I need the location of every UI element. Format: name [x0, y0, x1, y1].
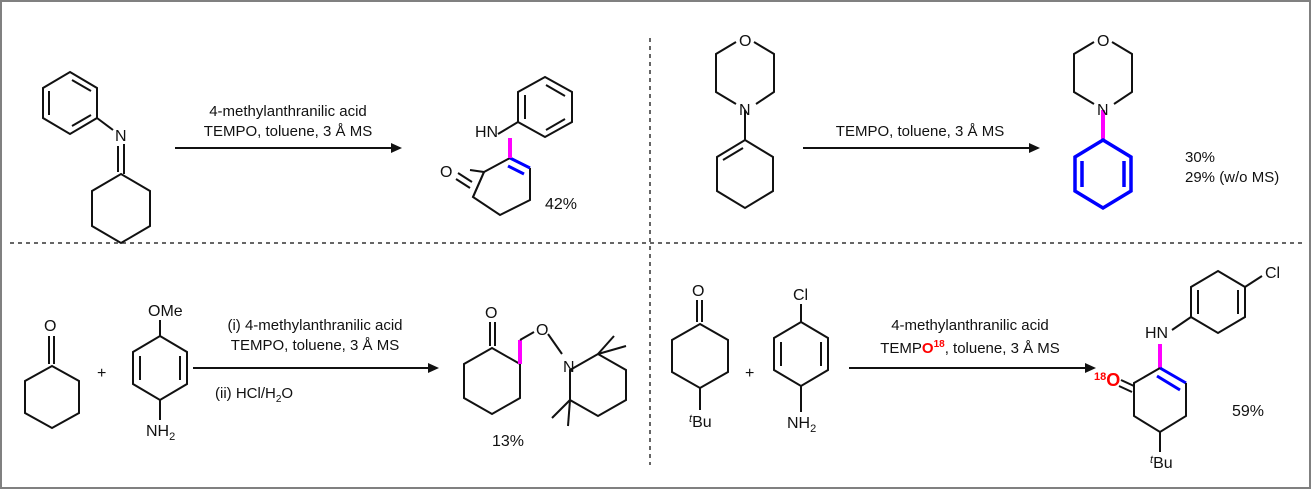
tr-product-o: O — [1097, 33, 1109, 50]
br-conditions-1: 4-methylanthranilic acid — [891, 317, 1049, 334]
cyclohexane-ring — [91, 172, 151, 245]
tl-conditions-1: 4-methylanthranilic acid — [209, 103, 367, 120]
benzene-ring — [42, 70, 98, 136]
cyclohexene-ring — [716, 138, 774, 210]
tr-reactant-o: O — [739, 33, 751, 50]
tr-conditions: TEMPO, toluene, 3 Å MS — [836, 123, 1004, 140]
br-conditions-2: TEMPO18, toluene, 3 Å MS — [880, 339, 1060, 357]
br-yield: 59% — [1232, 403, 1264, 420]
bl-ome: OMe — [148, 303, 183, 320]
bl-product-n: N — [563, 359, 575, 376]
bl-product-link-o: O — [536, 322, 548, 339]
tr-product-n: N — [1097, 102, 1109, 119]
tl-product-o: O — [440, 164, 452, 181]
bl-product-ketone-o: O — [485, 305, 497, 322]
bl-yield: 13% — [492, 433, 524, 450]
bl-plus: + — [97, 365, 106, 382]
br-cl: Cl — [793, 287, 808, 304]
panel-top-left — [42, 70, 573, 245]
tr-reactant-n: N — [739, 102, 751, 119]
br-product-isotope-o: 18O — [1094, 370, 1120, 390]
bl-ketone-o: O — [44, 318, 56, 335]
bl-nh2: NH2 — [146, 423, 175, 443]
tl-imine-n: N — [115, 128, 127, 145]
br-plus: + — [745, 365, 754, 382]
panel-top-right — [715, 41, 1133, 211]
tl-product-hn: HN — [475, 124, 498, 141]
br-product-hn: HN — [1145, 325, 1168, 342]
tl-conditions-2: TEMPO, toluene, 3 Å MS — [204, 123, 372, 140]
br-ketone-o: O — [692, 283, 704, 300]
bl-conditions-1: (i) 4-methylanthranilic acid — [227, 317, 402, 334]
br-nh2: NH2 — [787, 415, 816, 435]
tr-yield-1: 30% — [1185, 149, 1215, 166]
br-tbu: tBu — [689, 413, 712, 431]
bl-conditions-2: TEMPO, toluene, 3 Å MS — [231, 337, 399, 354]
tr-yield-2: 29% (w/o MS) — [1185, 169, 1279, 186]
panel-bottom-left — [24, 320, 627, 430]
tl-yield: 42% — [545, 196, 577, 213]
br-product-tbu: tBu — [1150, 454, 1173, 472]
bl-conditions-3: (ii) HCl/H2O — [215, 385, 293, 405]
br-product-cl: Cl — [1265, 265, 1280, 282]
panel-bottom-right — [671, 269, 1263, 452]
